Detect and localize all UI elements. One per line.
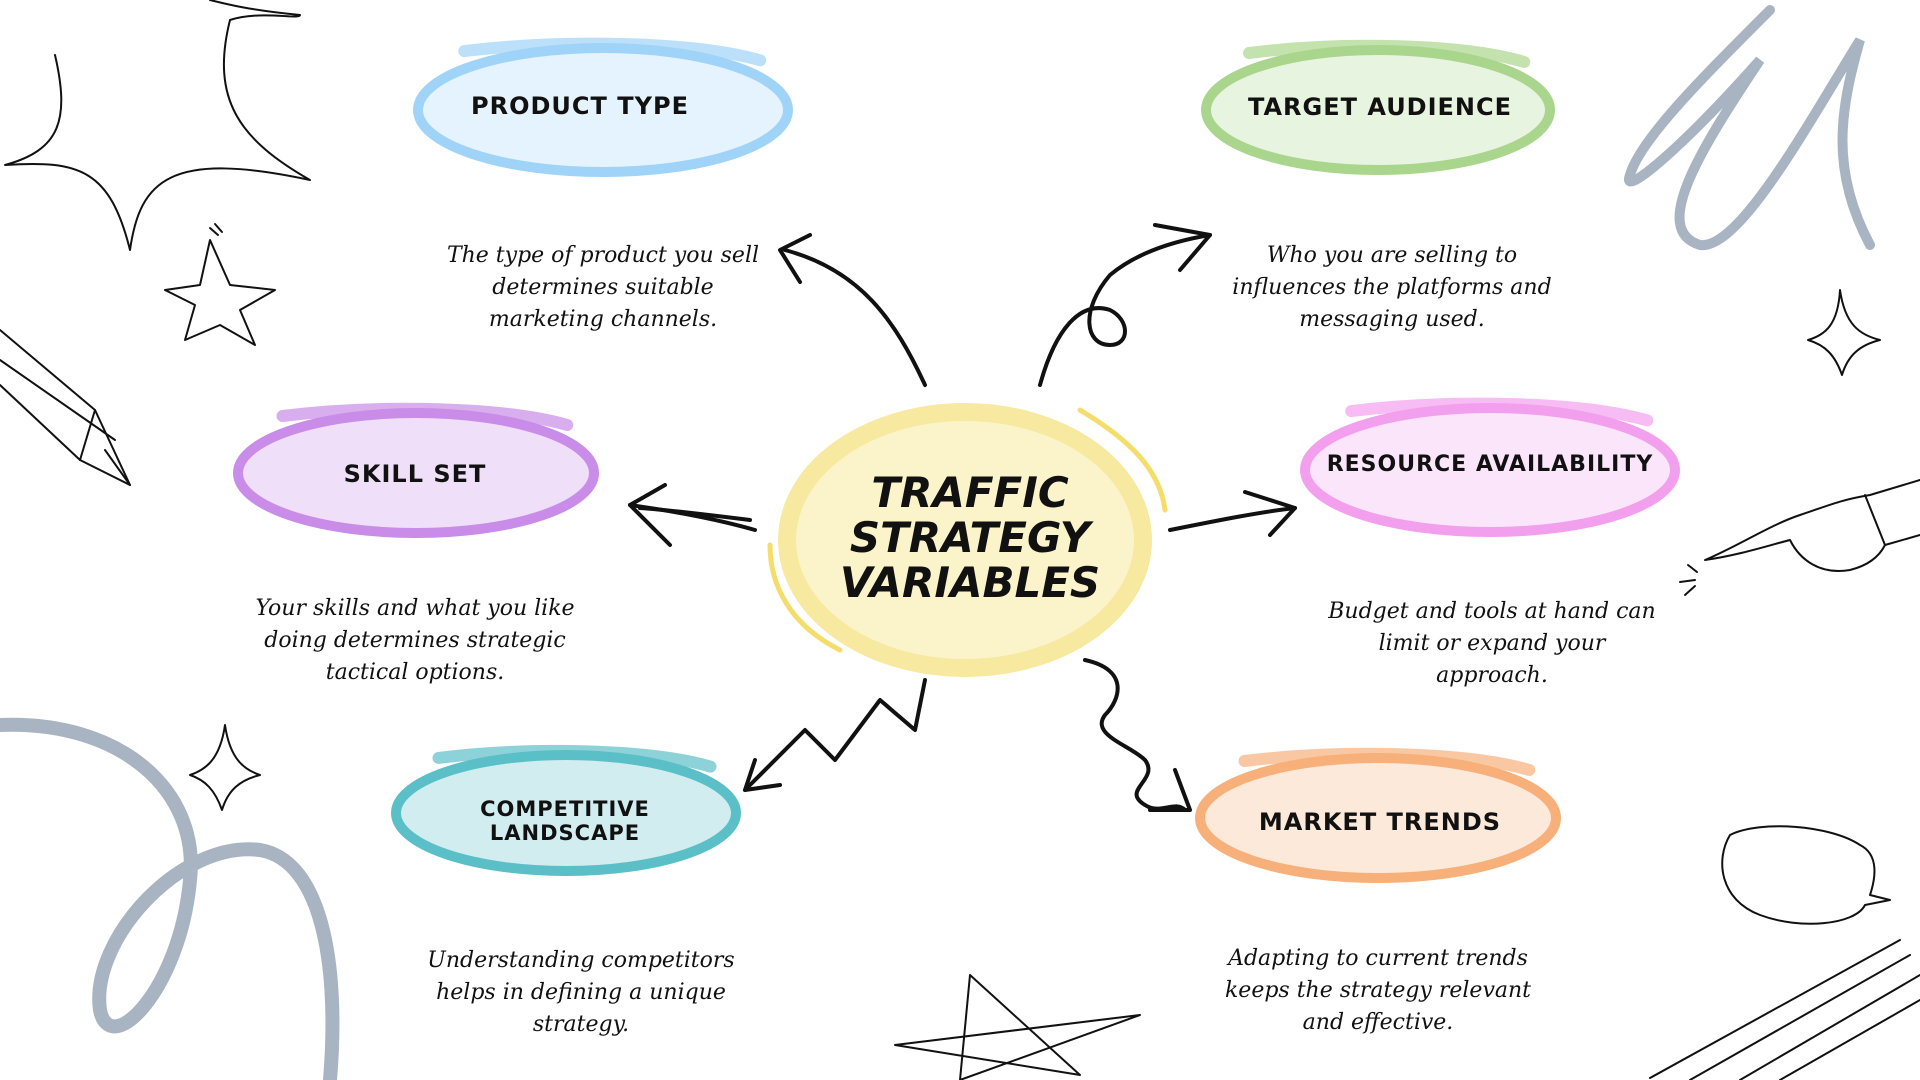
arrow-to-competitive-landscape	[743, 678, 927, 792]
arrow-to-target-audience	[1038, 223, 1212, 387]
sparkle-doodle-top-left	[4, 0, 311, 251]
node-label-market-trends: MARKET TRENDS	[1258, 808, 1502, 836]
node-label-skill-set: SKILL SET	[343, 460, 487, 488]
pointing-hand-doodle	[1679, 479, 1920, 596]
node-shape-skill-set	[233, 402, 599, 538]
node-label-product-type: PRODUCT TYPE	[471, 92, 689, 120]
node-label-competitive-landscape: COMPETITIVE LANDSCAPE	[480, 797, 650, 845]
node-description-target-audience: Who you are selling to influences the pl…	[1232, 243, 1552, 332]
arrow-to-product-type	[778, 233, 927, 387]
center-title-line-1: TRAFFIC	[871, 468, 1069, 517]
center-node-shape	[767, 403, 1168, 677]
arrow-to-skill-set	[628, 483, 757, 547]
arrow-to-resource-availability	[1168, 490, 1297, 537]
node-description-skill-set: Your skills and what you like doing dete…	[255, 596, 575, 685]
grey-swirl-top-right	[1624, 5, 1875, 251]
speech-bubble-doodle	[1721, 825, 1891, 925]
node-description-market-trends: Adapting to current trends keeps the str…	[1224, 946, 1532, 1035]
node-shape-market-trends	[1195, 747, 1561, 883]
hatch-lines-doodle	[1649, 939, 1920, 1080]
node-description-competitive-landscape: Understanding competitors helps in defin…	[427, 948, 735, 1037]
node-shape-product-type	[413, 37, 793, 177]
star-outline-doodle-bottom	[894, 974, 1141, 1080]
pencil-doodle	[0, 329, 131, 486]
center-title-line-2: STRATEGY	[849, 513, 1091, 562]
node-label-resource-availability: RESOURCE AVAILABILITY	[1326, 452, 1654, 477]
diamond-doodle-right	[1807, 289, 1881, 376]
star-doodle-left	[164, 223, 276, 346]
arrow-to-market-trends	[1083, 658, 1192, 812]
node-shape-competitive-landscape	[391, 744, 741, 876]
center-title-line-3: VARIABLES	[839, 558, 1101, 607]
diamond-doodle-left	[189, 724, 261, 811]
center-node-title: TRAFFIC STRATEGY VARIABLES	[820, 470, 1120, 605]
node-description-resource-availability: Budget and tools at hand can limit or ex…	[1328, 599, 1656, 688]
grey-swirl-bottom-left	[0, 717, 340, 1080]
node-description-product-type: The type of product you sell determines …	[446, 243, 760, 332]
node-label-target-audience: TARGET AUDIENCE	[1247, 93, 1513, 121]
node-shape-resource-availability	[1300, 397, 1680, 537]
node-shape-target-audience	[1201, 39, 1555, 175]
